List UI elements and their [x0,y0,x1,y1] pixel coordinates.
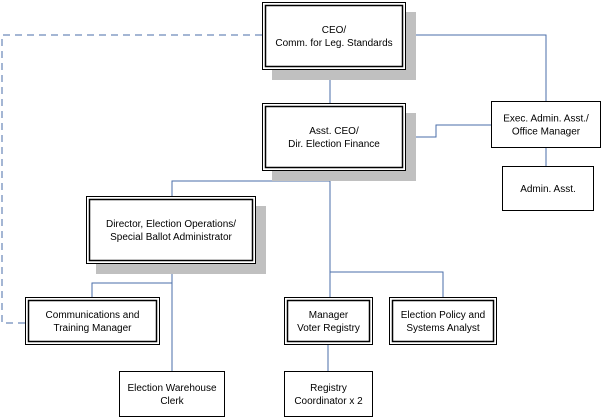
node-label-line: Office Manager [512,127,581,138]
node-border [86,196,256,264]
connector-managers-bar [330,271,444,297]
node-admin-asst: Admin. Asst. [502,166,594,211]
node-label-line: Communications and [46,310,140,321]
node-exec-admin: Exec. Admin. Asst./ Office Manager [491,101,601,148]
node-inner-border [27,299,158,343]
node-label-line: Election Warehouse [127,383,217,394]
node-label-line: CEO/ [322,25,347,36]
node-inner-border [391,299,495,343]
node-ceo: CEO/Comm. for Leg. Standards [262,2,416,80]
connector-asst-exec [406,124,491,138]
node-label-line: Coordinator x 2 [294,396,363,407]
node-border [262,2,406,70]
node-border [284,371,373,417]
node-inner-border [88,198,254,262]
node-inner-border [264,105,404,169]
node-border [284,297,373,345]
node-border [262,103,406,171]
node-border [25,297,160,345]
node-asst-ceo: Asst. CEO/Dir. Election Finance [262,103,416,181]
node-label-line: Training Manager [53,323,132,334]
node-border [491,101,601,148]
connector-dashed-ceo-comm [1,34,262,324]
node-label-line: Comm. for Leg. Standards [275,38,392,49]
connector-ceo-exec [406,34,547,101]
node-label-line: Exec. Admin. Asst./ [503,114,589,125]
node-label-line: Election Policy and [401,310,486,321]
node-label-line: Registry [310,383,347,394]
node-label-line: Clerk [160,396,184,407]
node-border [119,371,225,417]
node-label-line: Admin. Asst. [520,184,576,195]
node-label-line: Director, Election Operations/ [106,219,236,230]
node-label-line: Dir. Election Finance [288,139,380,150]
node-inner-border [286,299,371,343]
node-label-line: Asst. CEO/ [309,126,359,137]
node-label-line: Special Ballot Administrator [110,232,232,243]
node-label-line: Systems Analyst [406,323,480,334]
node-label-line: Voter Registry [297,323,360,334]
node-border [389,297,497,345]
node-inner-border [264,4,404,68]
node-border [502,166,594,211]
node-director-ops: Director, Election Operations/Special Ba… [86,196,266,274]
node-label-line: Manager [309,310,349,321]
